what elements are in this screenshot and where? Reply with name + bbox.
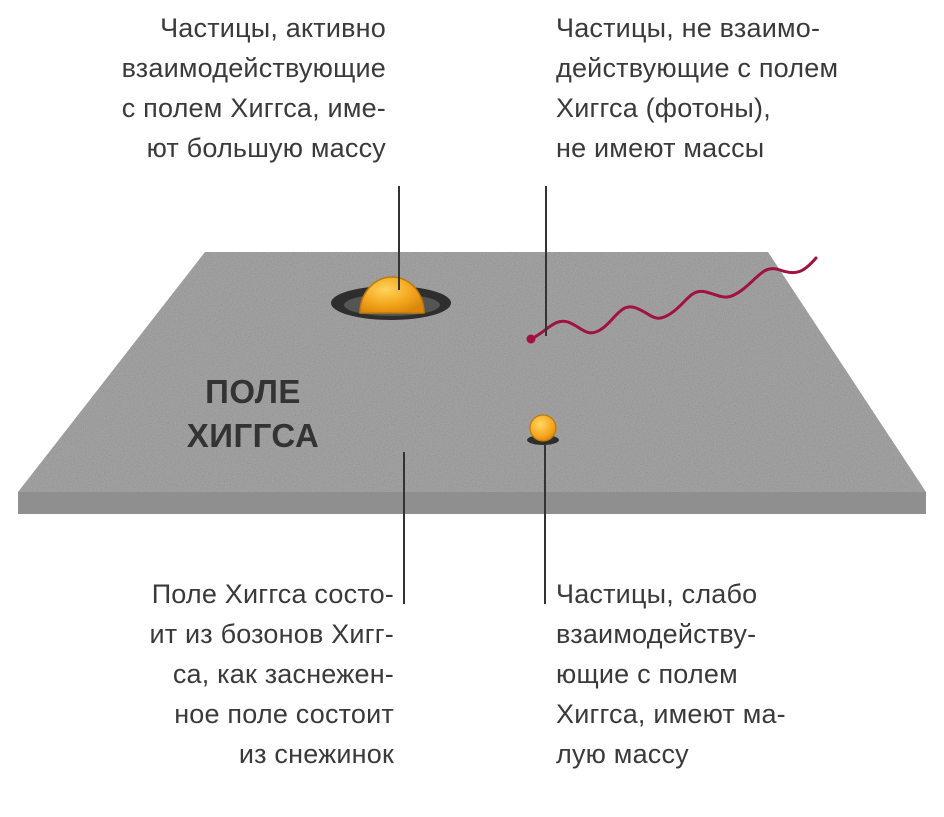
caption-light-particles: Частицы, слабо взаимодейству- ющие с пол…: [556, 579, 786, 769]
field-edge: [18, 492, 926, 514]
heavy-particle-icon: [331, 276, 451, 320]
photon-wave-icon: [526, 256, 818, 344]
field-label: ПОЛЕ ХИГГСА: [186, 373, 320, 454]
caption-heavy-particles: Частицы, активно взаимодействующие с пол…: [121, 13, 386, 163]
caption-massless-particles: Частицы, не взаимо- действующие с полем …: [556, 13, 839, 163]
light-particle-icon: [527, 414, 559, 445]
leader-lines: [398, 186, 547, 604]
caption-higgs-field: Поле Хиггса состо- ит из бозонов Хигг- с…: [149, 579, 394, 769]
higgs-field-plane: [18, 252, 926, 514]
field-surface: [18, 252, 926, 492]
